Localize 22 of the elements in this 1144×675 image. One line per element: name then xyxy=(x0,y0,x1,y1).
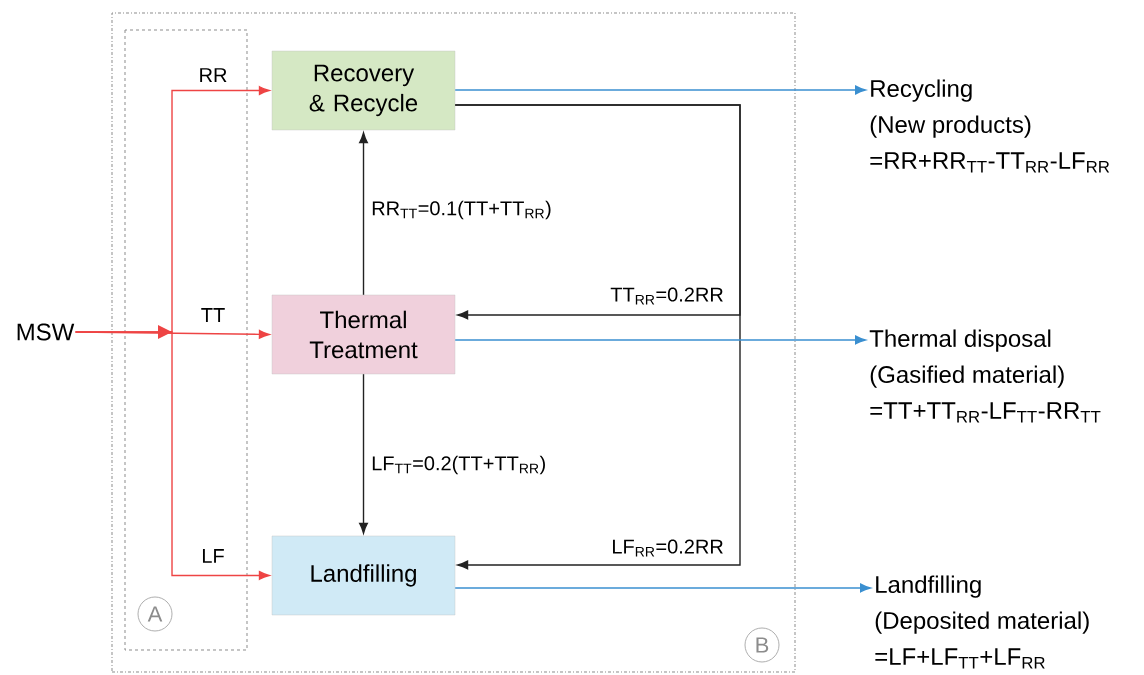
arrow xyxy=(454,583,871,593)
process-box: Recovery & Recycle xyxy=(271,50,456,131)
edge-label: RR xyxy=(197,67,229,83)
arrow xyxy=(454,335,866,345)
arrow xyxy=(74,331,270,580)
edge-label: LF$_{RR}$=0.2RR xyxy=(610,538,725,558)
output-label: Landfilling (Deposited material) =LF+LF$_{TT}$+LF$_{RR}$ xyxy=(875,575,1089,669)
output-label: Recycling (New products) =RR+RR$_{TT}$-TT$_{RR}$-LF$_{RR}$ xyxy=(870,79,1110,173)
process-box: Thermal Treatment xyxy=(271,294,456,375)
circled-letter: A xyxy=(137,596,173,632)
output-label: Thermal disposal (Gasified material) =TT+TT$_{RR}$-LF$_{TT}$-RR$_{TT}$ xyxy=(869,329,1101,423)
process-box: Landfilling xyxy=(271,535,456,616)
input-label: MSW xyxy=(17,323,75,341)
edge-label: TT$_{RR}$=0.2RR xyxy=(609,286,725,306)
arrow xyxy=(454,85,866,95)
arrow xyxy=(359,132,368,296)
edge-label: LF$_{TT}$=0.2(TT+TT$_{RR}$) xyxy=(370,454,548,476)
edge-label: RR$_{TT}$=0.1(TT+TT$_{RR}$) xyxy=(370,199,553,221)
arrow xyxy=(359,373,368,534)
edge-label: TT xyxy=(199,307,227,323)
arrow xyxy=(454,104,741,570)
edge-label: LF xyxy=(200,548,226,564)
